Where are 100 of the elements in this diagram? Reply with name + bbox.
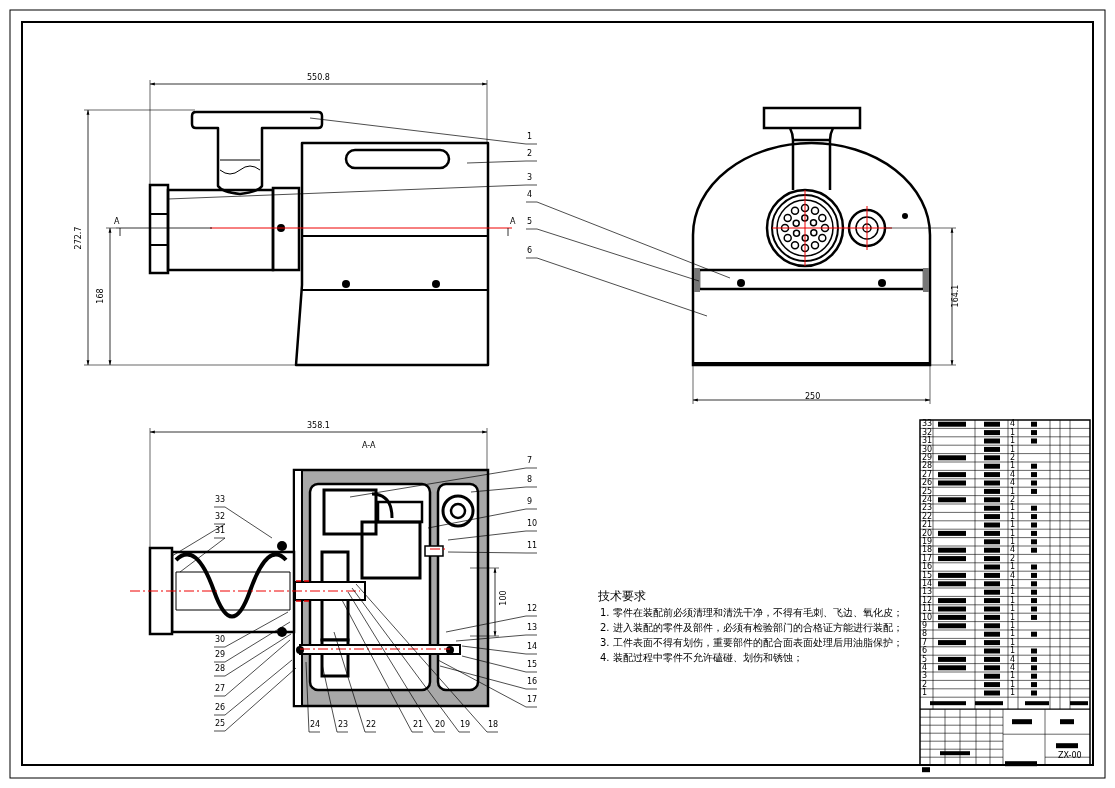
item-number: 22	[922, 512, 933, 521]
callout-number: 16	[527, 678, 538, 686]
callout-number: 19	[460, 721, 471, 729]
quantity-value: 1	[1010, 512, 1016, 521]
note-text: 1. 零件在装配前必须清理和清洗干净，不得有毛刺、飞边、氧化皮；	[600, 608, 903, 618]
leader-line	[347, 591, 446, 733]
item-number: 8	[922, 630, 928, 639]
item-number: 27	[922, 470, 933, 479]
item-number: 10	[922, 613, 933, 622]
quantity-value: 2	[1010, 554, 1016, 563]
quantity-value: 1	[1010, 596, 1016, 605]
quantity-value: 1	[1010, 680, 1016, 689]
item-number: 23	[922, 504, 933, 513]
leader-line	[167, 184, 538, 200]
leader-line	[461, 645, 538, 655]
leader-line	[525, 201, 731, 279]
callout-number: 29	[215, 651, 226, 659]
note-text: 3. 工件表面不得有划伤，重要部件的配合面表面处理后用油脂保护；	[600, 638, 903, 648]
item-number: 17	[922, 554, 933, 563]
item-number: 20	[922, 529, 933, 538]
quantity-value: 4	[1010, 546, 1016, 555]
notes-heading: 技术要求	[598, 590, 646, 602]
dimension-text: 550.8	[307, 74, 330, 82]
leader-line	[466, 160, 538, 164]
leader-line	[333, 631, 377, 733]
leader-line	[470, 486, 538, 493]
section-mark: A	[510, 218, 516, 226]
leader-line	[455, 634, 538, 642]
leader-line	[213, 639, 291, 697]
callout-number: 15	[527, 661, 538, 669]
callout-number: 2	[527, 150, 533, 158]
view-title: A-A	[362, 442, 376, 450]
leader-line	[213, 633, 292, 677]
leader-line	[213, 611, 289, 648]
item-number: 29	[922, 453, 933, 462]
quantity-value: 1	[1010, 537, 1016, 546]
callout-number: 32	[215, 513, 226, 521]
quantity-value: 1	[1010, 621, 1016, 630]
dimension-text: 358.1	[307, 422, 330, 430]
callout-number: 12	[527, 605, 538, 613]
callout-number: 23	[338, 721, 349, 729]
drawing-number: ZX-00	[1058, 752, 1082, 760]
quantity-value: 1	[1010, 445, 1016, 454]
leader-line	[461, 655, 538, 673]
item-number: 30	[922, 445, 933, 454]
callout-number: 33	[215, 496, 226, 504]
quantity-value: 2	[1010, 453, 1016, 462]
callout-number: 22	[366, 721, 377, 729]
quantity-value: 2	[1010, 495, 1016, 504]
leader-line	[355, 583, 499, 733]
leader-line	[351, 587, 471, 733]
item-number: 11	[922, 605, 933, 614]
dimension-text: 164.1	[952, 284, 961, 308]
quantity-value: 1	[1010, 630, 1016, 639]
callout-number: 26	[215, 704, 226, 712]
leader-line	[447, 530, 538, 541]
dimension-text: 272.7	[75, 226, 84, 250]
dimension-text: 250	[805, 393, 821, 401]
quantity-value: 1	[1010, 563, 1016, 572]
callout-number: 21	[413, 721, 424, 729]
callout-number: 25	[215, 720, 226, 728]
note-text: 2. 进入装配的零件及部件，必须有检验部门的合格证方能进行装配；	[600, 623, 903, 633]
item-number: 15	[922, 571, 933, 580]
item-number: 31	[922, 437, 933, 446]
item-number: 2	[922, 680, 928, 689]
item-number: 13	[922, 588, 933, 597]
item-number: 9	[922, 621, 928, 630]
section-mark: A	[114, 218, 120, 226]
item-number: 5	[922, 655, 928, 664]
leader-line	[213, 621, 291, 663]
quantity-value: 1	[1010, 638, 1016, 647]
callout-number: 8	[527, 476, 533, 484]
item-number: 6	[922, 647, 928, 656]
item-number: 4	[922, 663, 928, 672]
leader-line	[171, 523, 226, 557]
quantity-value: 4	[1010, 663, 1016, 672]
callout-number: 27	[215, 685, 226, 693]
quantity-value: 1	[1010, 529, 1016, 538]
item-number: 25	[922, 487, 933, 496]
callout-number: 7	[527, 457, 533, 465]
item-number: 16	[922, 563, 933, 572]
quantity-value: 4	[1010, 479, 1016, 488]
quantity-value: 4	[1010, 655, 1016, 664]
leader-line	[213, 659, 293, 716]
callout-number: 17	[527, 696, 538, 704]
callout-number: 11	[527, 542, 538, 550]
callout-number: 24	[310, 721, 321, 729]
item-number: 24	[922, 495, 933, 504]
dimension-text: 168	[96, 288, 105, 304]
callout-number: 14	[527, 643, 538, 651]
callout-number: 3	[527, 174, 533, 182]
leader-line	[309, 117, 538, 145]
leader-line	[305, 661, 321, 733]
item-number: 32	[922, 428, 933, 437]
leader-line	[439, 665, 538, 690]
quantity-value: 1	[1010, 613, 1016, 622]
quantity-value: 1	[1010, 579, 1016, 588]
leader-line	[213, 506, 273, 539]
quantity-value: 1	[1010, 462, 1016, 471]
quantity-value: 4	[1010, 571, 1016, 580]
